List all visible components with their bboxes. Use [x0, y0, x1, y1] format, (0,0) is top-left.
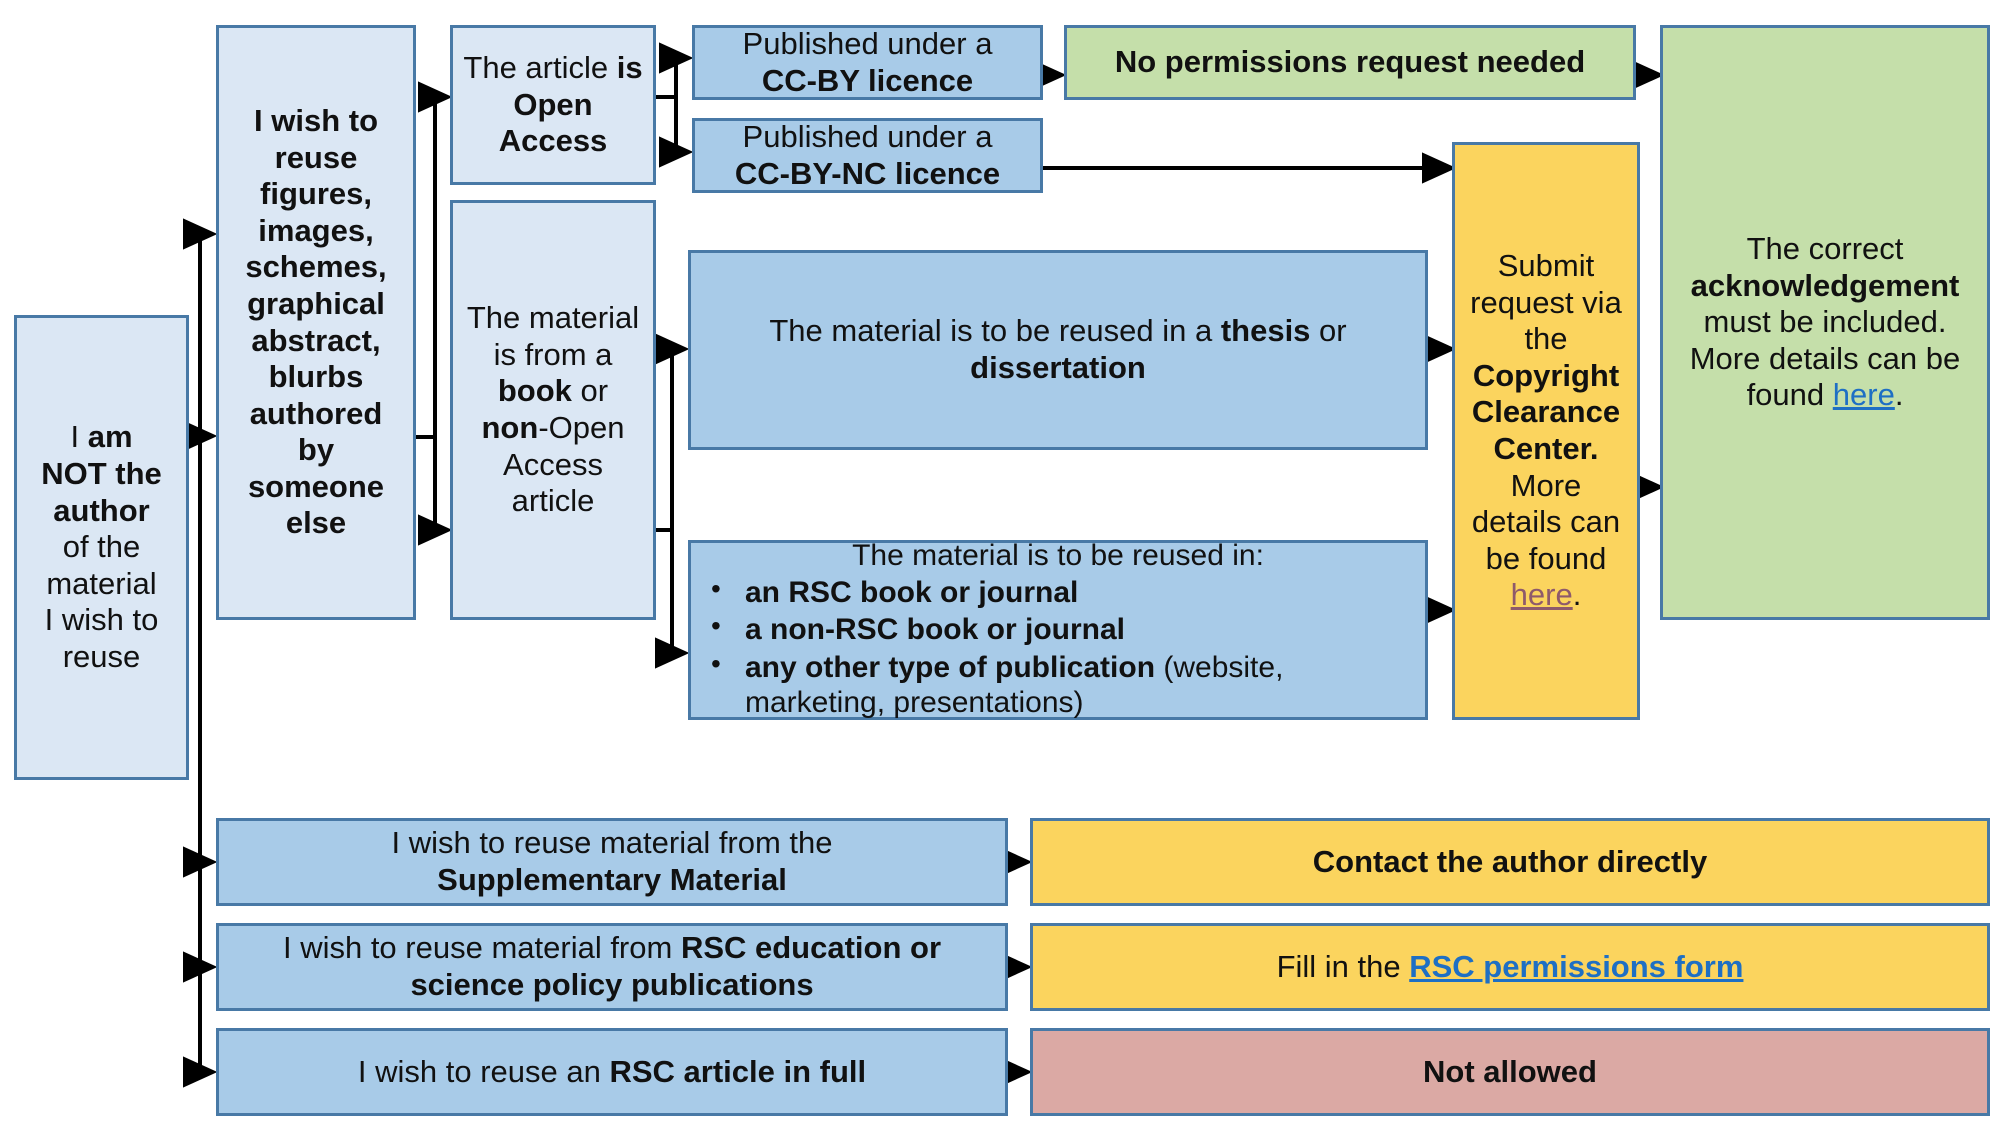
node-no-permissions-request-needed[interactable]: No permissions request needed [1064, 25, 1636, 100]
list-item: any other type of publication (website, … [711, 650, 1415, 721]
rsc-permissions-form-link[interactable]: RSC permissions form [1409, 948, 1744, 984]
node-reuse-rsc-education-science-policy[interactable]: I wish to reuse material from RSC educat… [216, 923, 1008, 1011]
node-reuse-figures[interactable]: I wish to reuse figures, images, schemes… [216, 25, 416, 620]
node-correct-acknowledgement[interactable]: The correct acknowledgement must be incl… [1660, 25, 1990, 620]
article-open-access-text: The article is Open Access [463, 50, 643, 159]
node-contact-the-author-directly[interactable]: Contact the author directly [1030, 818, 1990, 906]
reuse-figures-text: I wish to reuse figures, images, schemes… [245, 103, 387, 541]
book-or-non-open-access-text: The material is from a book or non-Open … [466, 300, 640, 519]
node-fill-in-rsc-permissions-form[interactable]: Fill in the RSC permissions form [1030, 923, 1990, 1011]
correct-acknowledgement-text: The correct acknowledgement must be incl… [1689, 231, 1961, 413]
acknowledgement-here-link[interactable]: here [1832, 377, 1895, 413]
contact-the-author-directly-text: Contact the author directly [1312, 843, 1708, 879]
node-reuse-rsc-article-in-full[interactable]: I wish to reuse an RSC article in full [216, 1028, 1008, 1116]
node-not-allowed[interactable]: Not allowed [1030, 1028, 1990, 1116]
material-reused-in-list-body: The material is to be reused in: an RSC … [701, 538, 1415, 723]
ccc-here-link[interactable]: here [1510, 577, 1573, 613]
thesis-or-dissertation-text: The material is to be reused in a thesis… [769, 313, 1347, 385]
not-allowed-text: Not allowed [1423, 1053, 1597, 1089]
material-reused-in-list-items: an RSC book or journal a non-RSC book or… [701, 575, 1415, 721]
material-reused-in-list-heading: The material is to be reused in: [852, 538, 1264, 572]
list-item: an RSC book or journal [711, 575, 1415, 610]
node-copyright-clearance-center[interactable]: Submit request via the Copyright Clearan… [1452, 142, 1640, 720]
node-book-or-non-open-access[interactable]: The material is from a book or non-Open … [450, 200, 656, 620]
reuse-rsc-article-in-full-text: I wish to reuse an RSC article in full [357, 1053, 867, 1089]
no-permissions-request-needed-text: No permissions request needed [1114, 44, 1586, 80]
node-material-reused-in-list[interactable]: The material is to be reused in: an RSC … [688, 538, 1428, 723]
node-thesis-or-dissertation[interactable]: The material is to be reused in a thesis… [688, 250, 1428, 450]
list-item: a non-RSC book or journal [711, 612, 1415, 647]
copyright-clearance-center-text: Submit request via the Copyright Clearan… [1470, 248, 1622, 613]
node-article-open-access[interactable]: The article is Open Access [450, 25, 656, 185]
fill-in-rsc-permissions-form-text: Fill in the RSC permissions form [1276, 948, 1744, 984]
reuse-rsc-education-science-policy-text: I wish to reuse material from RSC educat… [282, 930, 942, 1002]
